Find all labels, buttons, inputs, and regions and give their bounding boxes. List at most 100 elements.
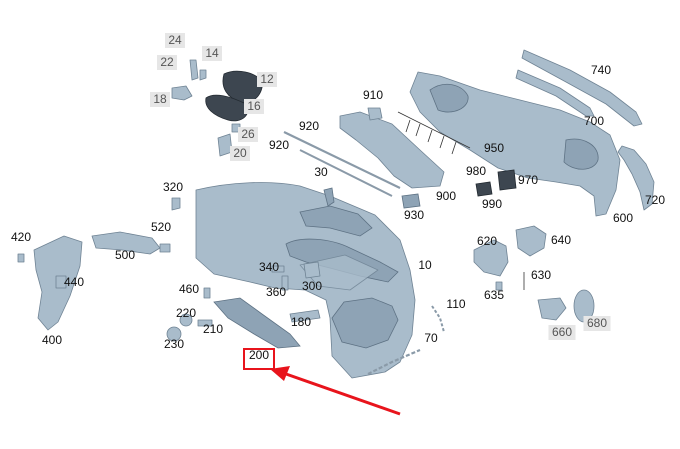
callout-22-2: 22 (157, 55, 177, 70)
callout-910-8: 910 (363, 88, 383, 102)
callout-500-25: 500 (115, 248, 135, 262)
callout-text: 930 (404, 208, 424, 222)
callout-70-44: 70 (424, 331, 438, 345)
callout-980-14: 980 (466, 164, 486, 178)
callout-text: 970 (518, 173, 538, 187)
callout-930-18: 930 (404, 208, 424, 222)
callout-320-21: 320 (163, 180, 183, 194)
callout-text: 440 (64, 275, 84, 289)
callout-900-17: 900 (436, 189, 456, 203)
callout-620-27: 620 (477, 234, 497, 248)
callout-text: 680 (587, 316, 607, 330)
callout-640-28: 640 (551, 233, 571, 247)
lower-grille-bracket (166, 261, 321, 349)
callout-700-13: 700 (584, 114, 604, 128)
callout-chip (150, 92, 170, 107)
callout-text: 630 (531, 268, 551, 282)
callout-chip (583, 316, 611, 331)
callout-text: 70 (424, 331, 438, 345)
callout-420-23: 420 (11, 230, 31, 244)
callout-600-20: 600 (613, 211, 633, 225)
callout-chip (244, 99, 264, 114)
callout-text: 22 (160, 55, 174, 69)
callout-740-12: 740 (591, 63, 611, 77)
callout-text: 10 (418, 258, 432, 272)
callout-210-38: 210 (203, 322, 223, 336)
callout-26-6: 26 (238, 127, 258, 142)
callout-text: 980 (466, 164, 486, 178)
callout-680-41: 680 (583, 316, 611, 331)
callout-text: 740 (591, 63, 611, 77)
small-clips (171, 107, 517, 211)
chrome-strip (515, 69, 595, 117)
right-side-bracket (617, 145, 655, 211)
callout-110-36: 110 (446, 297, 465, 311)
callout-text: 400 (42, 333, 62, 347)
callout-text: 12 (260, 72, 274, 86)
callout-16-5: 16 (244, 99, 264, 114)
highlight-box (243, 348, 275, 370)
callout-text: 220 (176, 306, 196, 320)
callout-chip (165, 33, 185, 48)
left-side-bracket (17, 231, 171, 331)
callout-text: 660 (552, 325, 572, 339)
callout-635-34: 635 (484, 288, 504, 302)
callout-chip (548, 325, 576, 340)
callout-text: 520 (151, 220, 171, 234)
callout-text: 635 (484, 288, 504, 302)
callout-chip (157, 55, 177, 70)
callout-30-22: 30 (314, 165, 328, 179)
callout-chip (257, 72, 277, 87)
callout-text: 360 (266, 285, 286, 299)
mounting-rail (339, 111, 445, 189)
callout-720-19: 720 (645, 193, 665, 207)
callout-text: 110 (446, 297, 465, 311)
callout-12-3: 12 (257, 72, 277, 87)
callout-text: 230 (164, 337, 184, 351)
callout-chip (230, 146, 250, 161)
callout-labels: 24 14 22 12 18 16 26 20 910 920 920 950 740 700 980 970… (11, 33, 665, 362)
callout-text: 700 (584, 114, 604, 128)
callout-920-9: 920 (299, 119, 319, 133)
callout-text: 200 (249, 348, 269, 362)
callout-230-42: 230 (164, 337, 184, 351)
callout-text: 14 (205, 46, 219, 60)
callout-text: 990 (482, 197, 502, 211)
callout-text: 920 (299, 119, 319, 133)
callout-chip (238, 127, 258, 142)
callout-200-45: 200 (249, 348, 269, 362)
callout-text: 950 (484, 141, 504, 155)
wiring-harness (397, 111, 471, 155)
callout-chip (202, 46, 222, 61)
callout-520-24: 520 (151, 220, 171, 234)
callout-text: 180 (291, 315, 311, 329)
right-lower-parts (473, 225, 595, 323)
callout-text: 910 (363, 88, 383, 102)
callout-text: 460 (179, 282, 199, 296)
callout-14-1: 14 (202, 46, 222, 61)
highlight-arrow-shaft (285, 372, 401, 416)
callout-text: 24 (168, 33, 182, 47)
callout-text: 720 (645, 193, 665, 207)
callout-text: 340 (259, 260, 279, 274)
callout-20-7: 20 (230, 146, 250, 161)
callout-440-26: 440 (64, 275, 84, 289)
bumper-cover (195, 182, 416, 379)
callout-text: 26 (241, 127, 255, 141)
callout-660-40: 660 (548, 325, 576, 340)
callout-400-43: 400 (42, 333, 62, 347)
callout-text: 16 (247, 99, 261, 113)
callout-220-37: 220 (176, 306, 196, 320)
callout-text: 18 (153, 92, 167, 106)
callout-text: 900 (436, 189, 456, 203)
callout-24-0: 24 (165, 33, 185, 48)
callout-text: 620 (477, 234, 497, 248)
callout-text: 30 (314, 165, 328, 179)
mirror-parts-group (171, 59, 263, 157)
highlight-arrow-head (270, 366, 290, 381)
highlight-callout (243, 348, 401, 416)
callout-text: 20 (233, 146, 247, 160)
callout-text: 600 (613, 211, 633, 225)
callout-950-11: 950 (484, 141, 504, 155)
callout-text: 920 (269, 138, 289, 152)
